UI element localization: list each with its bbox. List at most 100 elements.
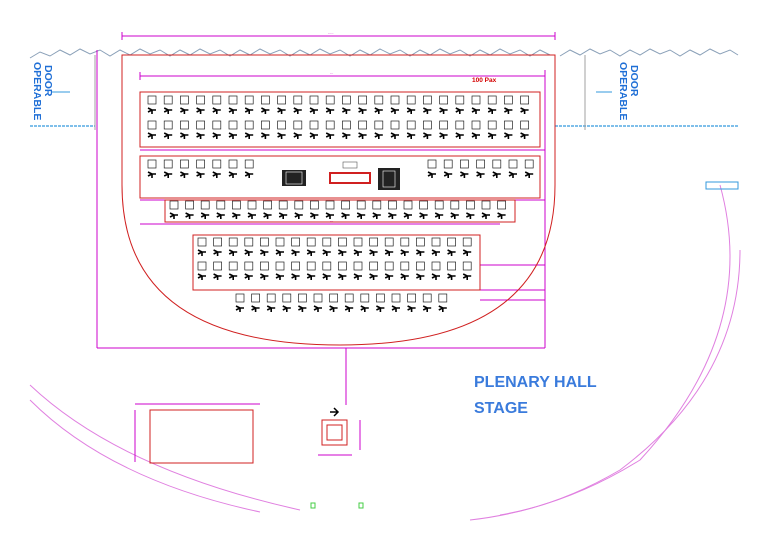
- right-door-label-line1: OPERABLE: [617, 62, 629, 120]
- seat: [353, 237, 363, 256]
- seat: [325, 95, 335, 114]
- seat: [388, 200, 397, 219]
- side-marker: [705, 181, 739, 190]
- top-wall-zigzag: [29, 48, 739, 59]
- seat: [358, 120, 367, 139]
- seat: [251, 293, 260, 312]
- seating-blocks: [139, 91, 541, 291]
- seat: [298, 293, 307, 312]
- seat: [497, 200, 506, 219]
- seat: [342, 95, 351, 114]
- dimension-labels: ----- --- --- ---: [328, 31, 333, 223]
- seat: [358, 95, 367, 114]
- seat: [504, 95, 513, 114]
- seat: [431, 237, 441, 256]
- seat: [291, 237, 300, 256]
- seat: [180, 95, 189, 114]
- floor-markers: [310, 502, 364, 509]
- seat: [439, 120, 448, 139]
- seat: [275, 237, 285, 256]
- seat: [443, 159, 453, 178]
- left-door-label-line2: DOOR: [42, 65, 54, 97]
- seating-boundary: [121, 54, 556, 346]
- seat: [356, 200, 366, 219]
- seat: [384, 237, 394, 256]
- seat: [147, 159, 157, 178]
- seat: [504, 120, 513, 139]
- seat: [487, 120, 497, 139]
- seat: [197, 261, 207, 280]
- hall-title: PLENARY HALL: [474, 374, 597, 391]
- capacity-label: 100 Pax: [472, 77, 497, 84]
- seat: [391, 293, 401, 312]
- seat: [278, 200, 288, 219]
- seat: [293, 95, 303, 114]
- seat: [244, 237, 254, 256]
- seat: [492, 159, 502, 178]
- seat: [400, 261, 410, 280]
- seat: [338, 261, 347, 280]
- seat: [266, 293, 276, 312]
- seat: [228, 159, 238, 178]
- seat: [306, 237, 316, 256]
- seat: [291, 261, 300, 280]
- seat: [228, 261, 238, 280]
- seat: [372, 200, 382, 219]
- seat: [374, 120, 384, 139]
- stage-block: [149, 409, 254, 464]
- seat: [481, 200, 491, 219]
- hall-arcs: [29, 184, 741, 521]
- seat: [277, 120, 286, 139]
- seat: [306, 261, 316, 280]
- seat: [329, 293, 338, 312]
- seat: [376, 293, 385, 312]
- seat: [439, 95, 448, 114]
- seat: [476, 159, 485, 178]
- svg-text:---: ---: [330, 219, 333, 223]
- right-door-label-line2: DOOR: [628, 65, 640, 97]
- seat: [169, 200, 179, 219]
- seat: [244, 159, 254, 178]
- seat: [520, 95, 529, 114]
- seat: [275, 261, 285, 280]
- seat: [263, 200, 272, 219]
- seat: [180, 159, 189, 178]
- seat: [147, 120, 157, 139]
- seat: [325, 120, 335, 139]
- seat: [374, 95, 384, 114]
- seat: [344, 293, 354, 312]
- seat: [235, 293, 245, 312]
- seat: [423, 95, 432, 114]
- seat: [342, 120, 351, 139]
- seat: [244, 95, 254, 114]
- seat: [147, 95, 157, 114]
- seat: [406, 95, 416, 114]
- seat: [228, 95, 238, 114]
- seat: [277, 95, 286, 114]
- seat: [196, 120, 205, 139]
- lectern: [321, 407, 348, 446]
- seat: [309, 120, 319, 139]
- seat: [360, 293, 370, 312]
- seat: [390, 95, 400, 114]
- seat: [200, 200, 210, 219]
- seat: [247, 200, 257, 219]
- seat: [163, 159, 173, 178]
- seat: [197, 237, 207, 256]
- seat: [434, 200, 444, 219]
- seat: [455, 120, 465, 139]
- seat: [325, 200, 335, 219]
- seat: [422, 293, 432, 312]
- seat: [390, 120, 400, 139]
- seat: [293, 120, 303, 139]
- seat: [455, 95, 465, 114]
- seat: [462, 237, 472, 256]
- seat: [260, 261, 269, 280]
- dimension-frame: [96, 32, 556, 462]
- seat: [261, 120, 270, 139]
- seat: [196, 95, 205, 114]
- seat: [216, 200, 226, 219]
- seat: [471, 95, 481, 114]
- seat: [260, 237, 269, 256]
